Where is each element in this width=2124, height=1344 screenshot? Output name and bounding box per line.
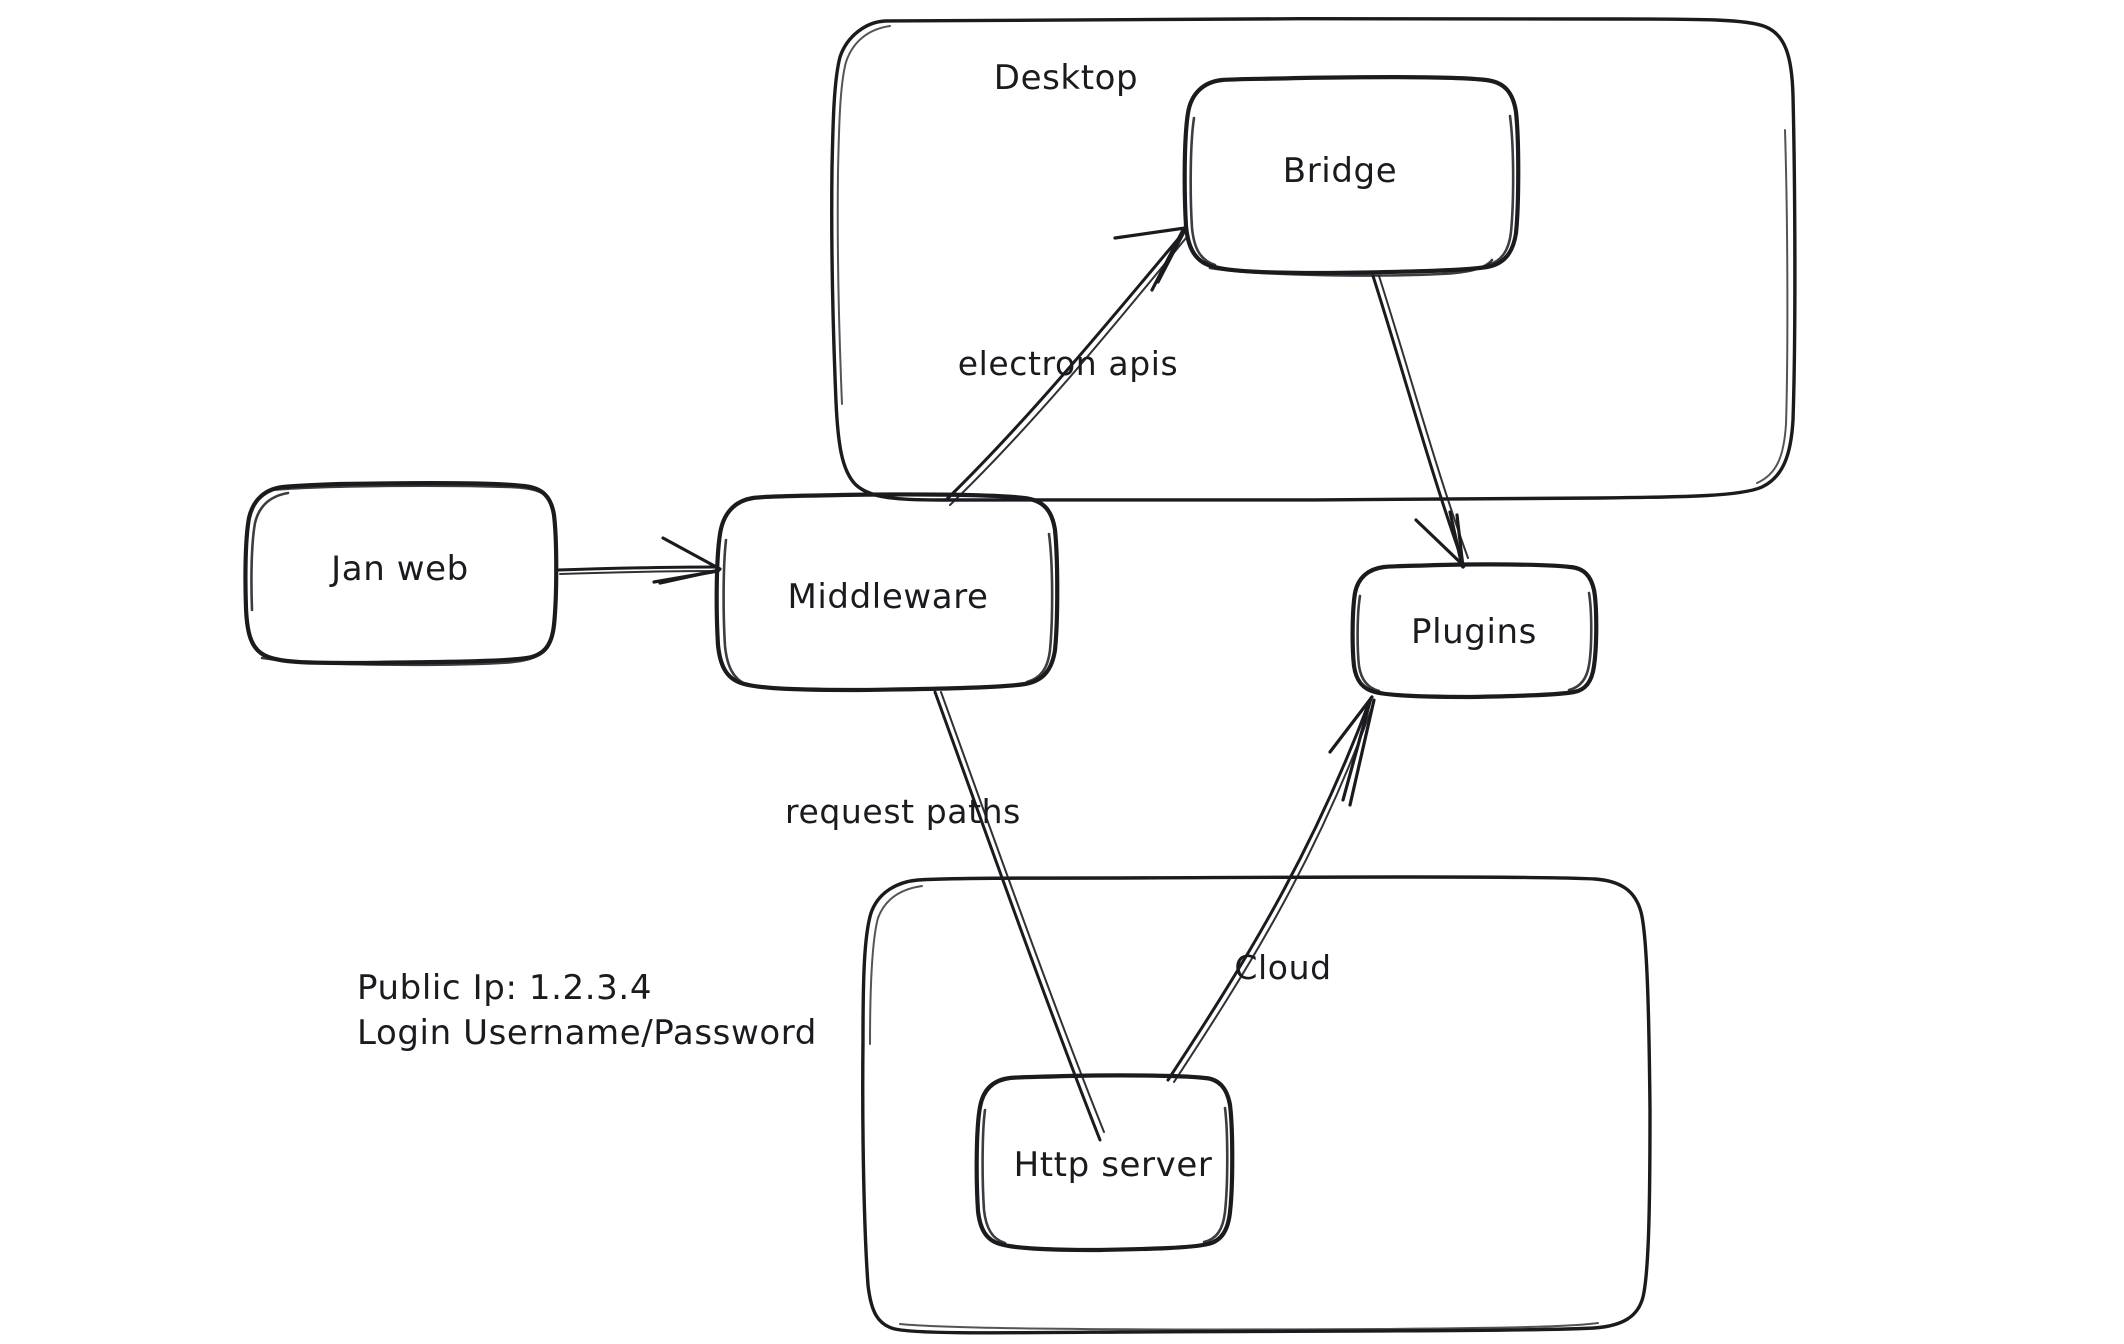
httpserver-plugins-line (1166, 698, 1372, 1082)
janweb-middleware-line (556, 565, 720, 572)
group-label-desktop: Desktop (993, 58, 1139, 99)
middleware-httpserver-line-overdraw (940, 691, 1105, 1133)
desktop-container-outline-overdraw-right (1756, 129, 1789, 484)
node-middleware[interactable] (714, 492, 1060, 693)
desktop-container-outline-overdraw (836, 25, 891, 405)
node-label-plugins: Plugins (1411, 612, 1537, 653)
middleware-httpserver-line (933, 690, 1102, 1142)
cloud-container-outline (861, 875, 1652, 1335)
middleware-bridge-arrowhead-upper (1113, 226, 1187, 240)
annotation-login-line: Login Username/Password (357, 1012, 817, 1053)
cloud-container-outline-overdraw-bottom (899, 1322, 1599, 1331)
edge-label-cloud: Cloud (1234, 947, 1332, 987)
node-bridge[interactable] (1182, 75, 1521, 277)
http-server-box-overdraw-left (981, 1108, 1007, 1245)
jan-web-box-overdraw-left (250, 491, 290, 612)
jan-web-box-overdraw-top (268, 484, 553, 505)
node-label-bridge: Bridge (1282, 151, 1398, 192)
node-label-middleware: Middleware (787, 577, 989, 618)
edge-janweb-to-middleware (556, 536, 722, 585)
middleware-bridge-line-overdraw (949, 237, 1187, 506)
edge-middleware-to-httpserver (933, 690, 1105, 1142)
edge-middleware-to-bridge (944, 226, 1188, 506)
httpserver-plugins-arrowhead-upper (1328, 695, 1374, 754)
middleware-box-outline (714, 492, 1060, 693)
bridge-plugins-line (1371, 274, 1464, 562)
plugins-box-outline (1350, 562, 1599, 700)
edge-label-request-paths: request paths (785, 791, 1021, 831)
http-server-box-overdraw-right (1202, 1106, 1229, 1244)
bridge-plugins-arrowhead-left (1414, 518, 1466, 568)
middleware-bridge-arrowhead-lower2 (1150, 228, 1185, 292)
janweb-middleware-arrowhead-lower (652, 569, 720, 584)
middleware-box-overdraw-left (722, 538, 749, 687)
bridge-plugins-arrowhead-right2 (1448, 510, 1464, 568)
cloud-container-outline-overdraw (869, 885, 923, 1045)
edge-bridge-to-plugins (1371, 274, 1469, 569)
annotation-public-ip-line: Public Ip: 1.2.3.4 (357, 968, 653, 1008)
bridge-box-overdraw-bottom (1208, 258, 1494, 277)
jan-web-box-overdraw-bottom (260, 643, 551, 667)
jan-web-box-outline (243, 481, 559, 666)
annotation-credentials-note: Public Ip: 1.2.3.4 Login Username/Passwo… (357, 966, 817, 1056)
node-label-jan-web: Jan web (331, 549, 469, 590)
node-jan-web[interactable] (243, 481, 559, 667)
middleware-bridge-arrowhead-lower (1156, 226, 1188, 284)
bridge-plugins-arrowhead-right (1455, 513, 1465, 569)
bridge-box-outline (1182, 75, 1521, 276)
plugins-box-overdraw-right (1567, 591, 1593, 692)
node-label-http-server: Http server (1013, 1145, 1213, 1186)
edge-label-electron-apis: electron apis (957, 343, 1179, 383)
group-cloud (861, 875, 1652, 1335)
janweb-middleware-line-overdraw (559, 570, 717, 575)
bridge-box-overdraw-left (1189, 116, 1217, 267)
httpserver-plugins-arrowhead-lower2 (1348, 698, 1376, 807)
middleware-box-overdraw-right (1025, 532, 1054, 684)
janweb-middleware-arrowhead-upper (661, 536, 722, 571)
httpserver-plugins-arrowhead-lower (1341, 696, 1373, 802)
bridge-plugins-line-overdraw (1378, 275, 1469, 559)
group-desktop (830, 16, 1797, 503)
desktop-container-outline (830, 16, 1797, 503)
plugins-box-overdraw-left (1356, 594, 1381, 693)
node-plugins[interactable] (1350, 562, 1599, 700)
httpserver-plugins-line-overdraw (1173, 701, 1375, 1083)
middleware-bridge-line (944, 230, 1186, 502)
bridge-box-overdraw-right (1486, 114, 1515, 267)
edge-httpserver-to-plugins (1166, 695, 1376, 1083)
